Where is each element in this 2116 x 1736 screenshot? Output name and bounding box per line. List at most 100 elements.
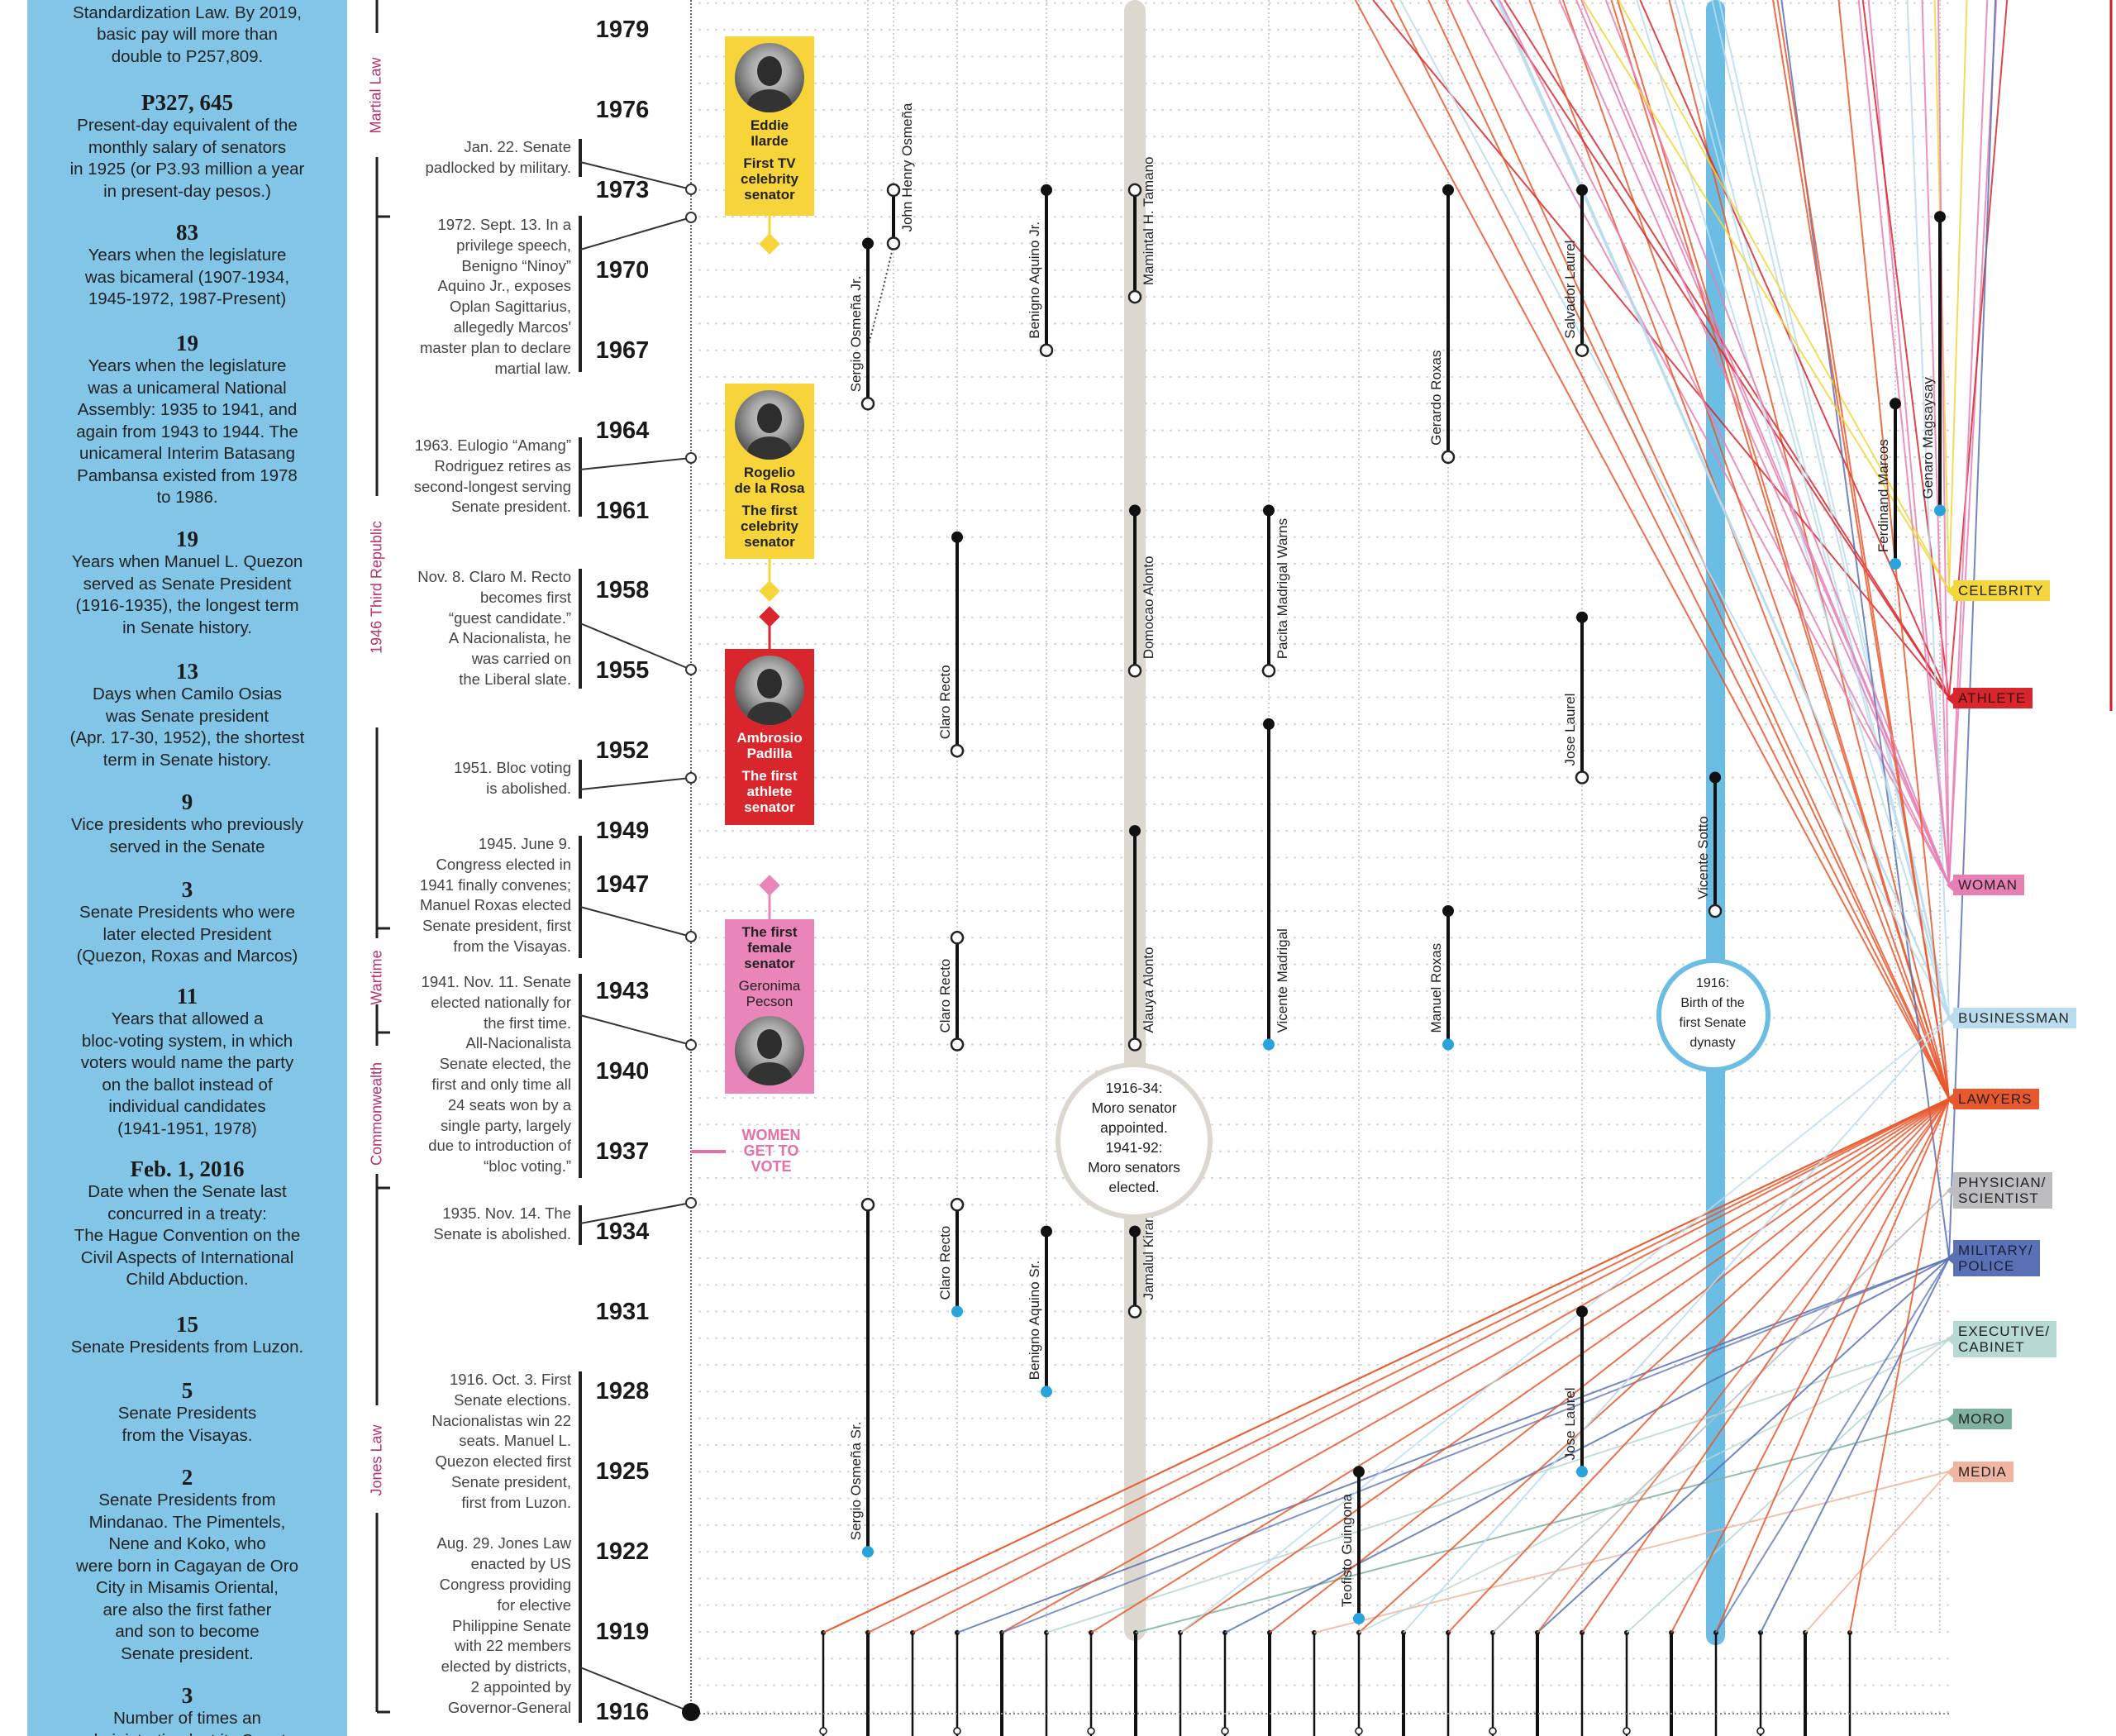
- year-label: 1916: [595, 1699, 650, 1725]
- senator-term: Teofisto Guingona: [1339, 1466, 1365, 1624]
- term-start-marker: [862, 237, 874, 250]
- event-connector: [579, 906, 692, 937]
- senator-name: Sergio Osmeña Sr.: [848, 1422, 864, 1541]
- term-marker: [1575, 343, 1589, 357]
- year-label: 1937: [595, 1137, 650, 1165]
- stat-value: 19: [176, 527, 198, 551]
- senator-term: Sergio Osmeña Sr.: [848, 1198, 875, 1558]
- stat-value: 2: [181, 1465, 193, 1490]
- occupation-link: [912, 1098, 1950, 1633]
- category-tag: PHYSICIAN/ SCIENTIST: [1946, 1172, 2053, 1209]
- event-note: 1972. Sept. 13. In a privilege speech, B…: [419, 216, 571, 377]
- occupation-link: [1948, 0, 1998, 885]
- category-tag: MEDIA: [1947, 1462, 2014, 1482]
- occupation-link: [1447, 1098, 1950, 1633]
- term-start-marker: [1129, 504, 1141, 517]
- occupation-link: [1090, 1098, 1950, 1633]
- stat-value: 83: [176, 220, 198, 245]
- senator-name: Genaro Magsaysay: [1920, 377, 1936, 499]
- occupation-link: [956, 1257, 1950, 1633]
- era-label-martial-law: Martial Law: [367, 57, 384, 134]
- category-tag: ATHLETE: [1946, 688, 2033, 708]
- occupation-link: [1180, 1098, 1950, 1633]
- year-label: 1961: [595, 497, 650, 524]
- occupation-link: [1948, 0, 1989, 885]
- occupation-link: [1581, 1098, 1950, 1633]
- era-label-gap: [369, 1046, 385, 1174]
- stat-text: Years that allowed a bloc-voting system,…: [80, 1009, 294, 1138]
- first-term-marker: [1041, 1385, 1052, 1398]
- occupation-link: [1582, 0, 1950, 591]
- event-marker: [685, 772, 697, 784]
- term-marker: [886, 183, 901, 198]
- term-start-marker: [1041, 1225, 1052, 1238]
- event-connector: [579, 457, 692, 470]
- year-label: 1925: [595, 1458, 650, 1486]
- profile-caption: The first celebrity senator: [741, 503, 798, 550]
- senator-term: Jose Laurel: [1562, 611, 1589, 785]
- category-tag: LAWYERS: [1947, 1089, 2039, 1109]
- senator-name: Vicente Sotto: [1695, 816, 1711, 899]
- senator-name: Ferdinand Marcos: [1875, 439, 1891, 552]
- first-term-marker: [1890, 558, 1901, 570]
- senator-term: Sergio Osmeña Jr.: [848, 237, 875, 411]
- term-start-marker: [1442, 184, 1454, 196]
- stat-value: 3: [181, 877, 193, 902]
- occupation-link: [1715, 1098, 1950, 1633]
- stat-text: Date when the Senate last concurred in a…: [74, 1182, 301, 1289]
- stat-value: 5: [181, 1378, 193, 1403]
- year-label: 1970: [595, 256, 650, 284]
- occupation-link: [1948, 0, 1997, 1259]
- event-marker: [685, 184, 697, 195]
- era-label-gap: [369, 33, 385, 157]
- seat-open-marker: [1087, 1727, 1095, 1735]
- occupation-link: [1269, 1098, 1950, 1633]
- stat-text: Years when the legislature was bicameral…: [84, 246, 290, 308]
- occupation-link: [1489, 0, 1950, 699]
- first-term-marker: [1263, 1038, 1275, 1051]
- occupation-link: [1135, 1418, 1950, 1633]
- occupation-link: [1558, 0, 1950, 885]
- term-start-marker: [1442, 905, 1454, 917]
- category-tag: BUSINESSMAN: [1947, 1008, 2076, 1028]
- occupation-link: [1001, 1098, 1950, 1633]
- occupation-link: [1445, 0, 1950, 1099]
- senator-name: Benigno Aquino Sr.: [1027, 1261, 1042, 1381]
- term-marker: [950, 743, 965, 758]
- first-term-marker: [1353, 1612, 1365, 1624]
- occupation-link: [1772, 0, 1950, 1099]
- occupation-link: [1616, 0, 1950, 1099]
- term-start-marker: [1576, 1305, 1588, 1318]
- occupation-link: [1760, 1257, 1950, 1633]
- profile-card-ambrosio-padilla: Ambrosio Padilla The first athlete senat…: [725, 649, 814, 825]
- senator-term: John Henry Osmeña: [886, 103, 915, 250]
- senator-term: Alauya Alonto: [1127, 825, 1156, 1052]
- year-label: 1955: [595, 657, 650, 684]
- term-marker: [950, 1037, 965, 1052]
- senator-name: Jose Laurel: [1562, 694, 1578, 766]
- year-label: 1943: [595, 977, 650, 1004]
- term-start-marker: [1576, 184, 1588, 196]
- category-tag: WOMAN: [1946, 875, 2025, 895]
- senator-term: Genaro Magsaysay: [1920, 211, 1946, 517]
- stat-value: 11: [176, 984, 198, 1009]
- portrait-photo: [735, 656, 804, 725]
- seat-open-marker: [1756, 1727, 1765, 1735]
- occupation-link: [1499, 0, 1950, 885]
- stat-text: Years when the legislature was a unicame…: [76, 356, 298, 507]
- occupation-link: [1906, 0, 1950, 1018]
- senator-name: Salvador Laurel: [1562, 241, 1578, 339]
- senator-term: Jose Laurel: [1562, 1305, 1588, 1478]
- term-start-marker: [1263, 504, 1275, 517]
- senator-term: Claro Recto: [937, 531, 965, 758]
- callout-diamond: [759, 606, 780, 627]
- term-marker: [1708, 904, 1723, 918]
- term-marker: [1127, 664, 1142, 678]
- occupation-link: [1358, 1098, 1950, 1633]
- stat-value: 15: [176, 1312, 198, 1337]
- term-marker: [1039, 343, 1054, 357]
- event-marker: [685, 1039, 697, 1051]
